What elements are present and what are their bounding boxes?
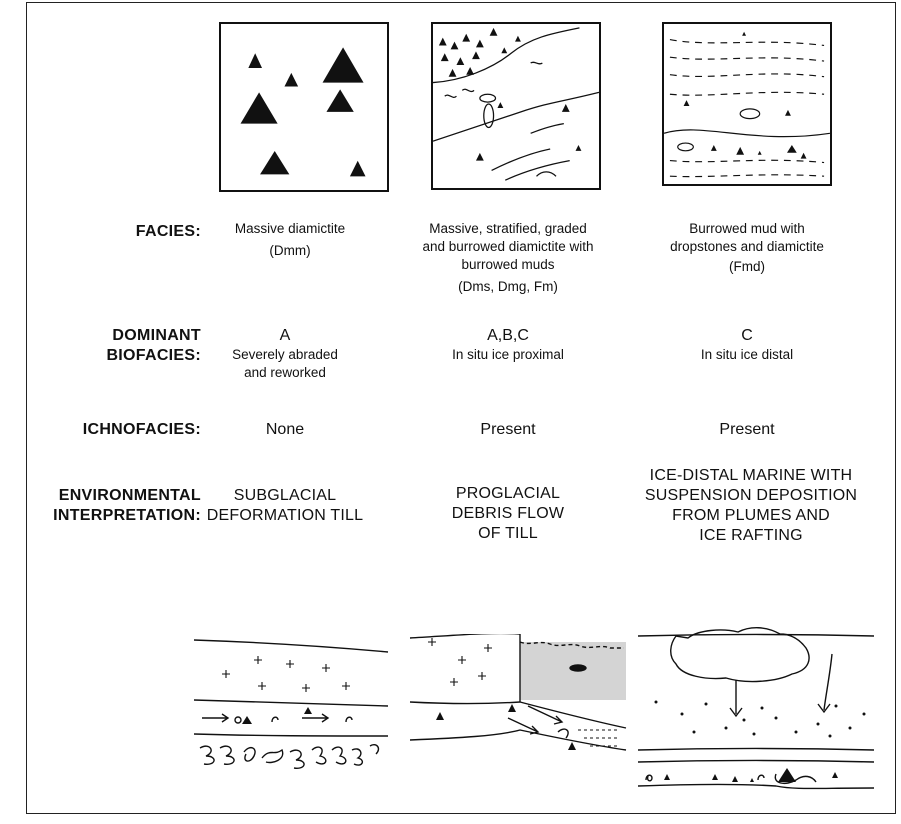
col2-ichnofacies: Present: [480, 421, 536, 438]
biofacies-label-line2: BIOFACIES:: [106, 347, 201, 364]
facies-panel-dmm: [219, 22, 389, 192]
ice-distal-sketch: [636, 624, 876, 804]
col3-environment-line: SUSPENSION DEPOSITION: [644, 487, 858, 504]
col3-environment-line: FROM PLUMES AND: [672, 507, 830, 524]
col2-facies-line: burrowed muds: [461, 257, 555, 272]
facies-panel-dms: [431, 22, 601, 190]
col3-environment-line: ICE-DISTAL MARINE WITH: [649, 467, 853, 484]
facies-label: FACIES:: [135, 223, 201, 240]
col2-environment-line: OF TILL: [478, 525, 538, 542]
col3-environment: ICE-DISTAL MARINE WITH SUSPENSION DEPOSI…: [616, 466, 886, 546]
col2-environment-line: DEBRIS FLOW: [451, 505, 565, 522]
col3-environment-line: ICE RAFTING: [699, 527, 803, 544]
col1-environment-line: SUBGLACIAL: [233, 487, 337, 504]
col2-biofacies: A,B,C In situ ice proximal: [383, 326, 633, 364]
col2-environment-line: PROGLACIAL: [455, 485, 561, 502]
col1-environment: SUBGLACIAL DEFORMATION TILL: [160, 486, 410, 526]
col3-facies-line: dropstones and diamictite: [670, 239, 824, 254]
col2-facies-line: and burrowed diamictite with: [422, 239, 594, 254]
col1-facies-code: (Dmm): [269, 243, 311, 258]
col1-facies: Massive diamictite (Dmm): [165, 220, 415, 260]
col3-ichnofacies: Present: [719, 421, 775, 438]
col2-facies-line: Massive, stratified, graded: [429, 221, 587, 236]
col1-biofacies: A Severely abraded and reworked: [160, 326, 410, 382]
col3-facies-code: (Fmd): [729, 259, 765, 274]
col1-facies-line: Massive diamictite: [234, 221, 346, 236]
col2-facies-code: (Dms, Dmg, Fm): [458, 279, 558, 294]
proglacial-sketch: [408, 632, 628, 784]
environment-label: ENVIRONMENTAL INTERPRETATION:: [53, 486, 201, 526]
facies-panel-fmd: [662, 22, 832, 186]
col3-facies-line: Burrowed mud with: [689, 221, 805, 236]
environment-label-line1: ENVIRONMENTAL: [58, 487, 201, 504]
col3-biofacies-line: In situ ice distal: [700, 347, 794, 362]
col3-facies: Burrowed mud with dropstones and diamict…: [622, 220, 872, 276]
environment-label-line2: INTERPRETATION:: [53, 507, 201, 524]
figure-frame: [26, 2, 896, 814]
biofacies-label: DOMINANT BIOFACIES:: [106, 326, 201, 366]
col2-facies: Massive, stratified, graded and burrowed…: [383, 220, 633, 296]
ichnofacies-label: ICHNOFACIES:: [82, 421, 201, 438]
subglacial-sketch: [192, 630, 392, 780]
col1-biofacies-line: Severely abraded: [232, 347, 338, 362]
col1-ichnofacies: None: [265, 421, 305, 438]
biofacies-label-line1: DOMINANT: [112, 327, 201, 344]
col2-environment: PROGLACIAL DEBRIS FLOW OF TILL: [383, 484, 633, 544]
col1-biofacies-letter: A: [279, 327, 291, 344]
col2-biofacies-line: In situ ice proximal: [452, 347, 564, 362]
col1-biofacies-line: and reworked: [244, 365, 326, 380]
col1-environment-line: DEFORMATION TILL: [206, 507, 364, 524]
col3-biofacies: C In situ ice distal: [622, 326, 872, 364]
col2-biofacies-letter: A,B,C: [487, 327, 529, 344]
col3-biofacies-letter: C: [741, 327, 753, 344]
